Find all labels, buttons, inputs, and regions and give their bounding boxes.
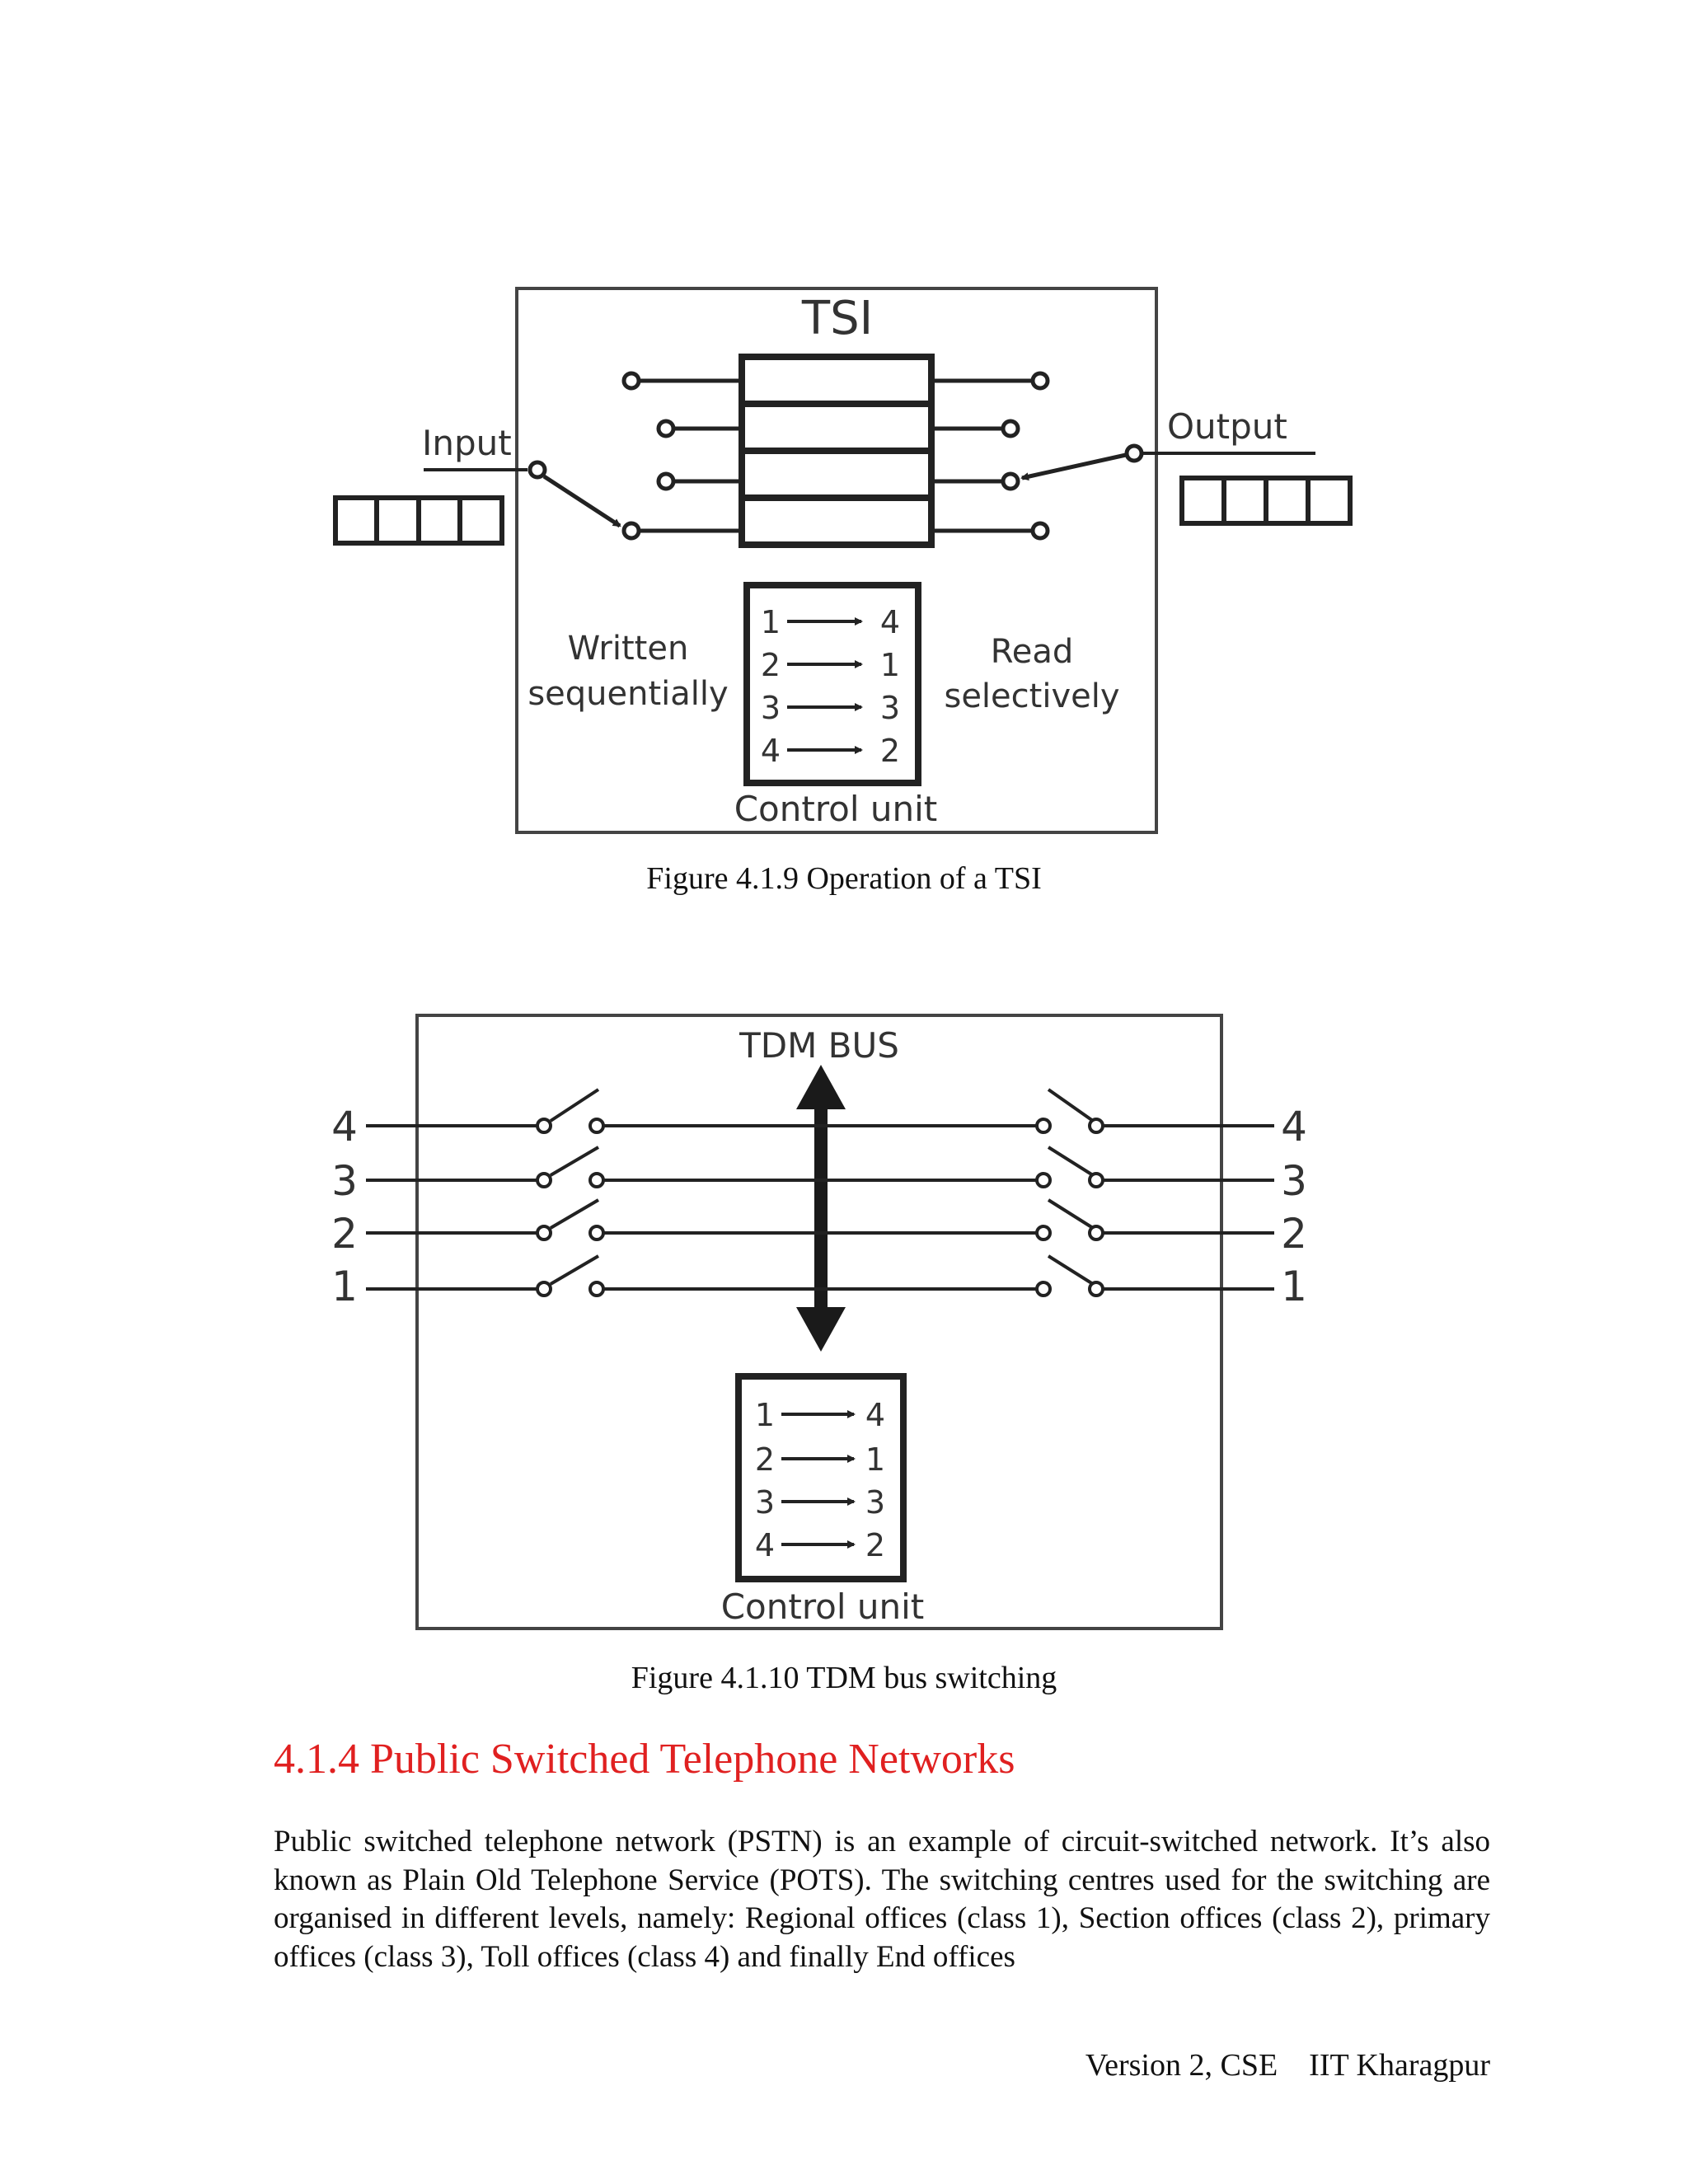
tsi-title: TSI <box>801 292 873 345</box>
tdm-bus-title: TDM BUS <box>738 1025 899 1066</box>
tsi-selectively-label: selectively <box>944 677 1119 715</box>
tdm-mapping-row: 4 2 <box>755 1527 885 1563</box>
svg-text:3: 3 <box>761 690 781 726</box>
tsi-right-terminals <box>931 371 1050 541</box>
svg-text:4: 4 <box>865 1397 885 1433</box>
tdm-left-line-label: 2 <box>331 1210 358 1258</box>
section-paragraph: Public switched telephone network (PSTN)… <box>274 1825 1490 1974</box>
svg-text:2: 2 <box>761 647 781 683</box>
figure-4-1-10-caption: Figure 4.1.10 TDM bus switching <box>631 1661 1057 1695</box>
svg-text:3: 3 <box>865 1484 885 1521</box>
tdm-left-line-label: 3 <box>331 1157 358 1205</box>
tdm-line-3 <box>366 1146 1274 1188</box>
tdm-mapping-row: 3 3 <box>755 1484 885 1521</box>
tsi-diagram: TSI <box>333 287 1353 834</box>
tsi-control-unit-label: Control unit <box>734 789 938 829</box>
tdm-mapping-row: 2 1 <box>755 1441 885 1478</box>
tdm-bus-diagram: TDM BUS 4 3 2 1 4 3 2 1 <box>331 1014 1307 1630</box>
svg-text:1: 1 <box>755 1397 775 1433</box>
tdm-mapping-row: 1 4 <box>755 1397 885 1433</box>
tsi-written-label: Written <box>568 630 689 668</box>
tdm-left-line-label: 1 <box>331 1263 358 1310</box>
tsi-control-unit: 1 4 2 1 3 3 4 2 Control unit <box>734 582 938 829</box>
svg-text:4: 4 <box>755 1527 775 1563</box>
tsi-input: Input <box>333 423 621 546</box>
tdm-line-4 <box>366 1088 1274 1134</box>
tsi-mapping-row: 1 4 <box>761 604 900 640</box>
svg-text:1: 1 <box>761 604 781 640</box>
svg-text:1: 1 <box>880 647 900 683</box>
tsi-buffer-cells <box>738 354 935 548</box>
tsi-sequentially-label: sequentially <box>528 675 728 713</box>
tdm-line-2 <box>366 1198 1274 1241</box>
tsi-mapping-row: 3 3 <box>761 690 900 726</box>
tsi-input-label: Input <box>422 423 512 463</box>
tdm-right-line-label: 3 <box>1281 1157 1307 1205</box>
tdm-left-line-label: 4 <box>331 1103 358 1151</box>
section-heading: 4.1.4 Public Switched Telephone Networks <box>274 1736 1015 1783</box>
tsi-outer-box <box>515 287 1158 834</box>
svg-text:4: 4 <box>880 604 900 640</box>
svg-text:2: 2 <box>865 1527 885 1563</box>
svg-text:2: 2 <box>755 1441 775 1478</box>
tdm-right-line-label: 1 <box>1281 1263 1307 1310</box>
tsi-output: Output <box>1020 406 1353 526</box>
svg-text:3: 3 <box>755 1484 775 1521</box>
tdm-control-unit-label: Control unit <box>721 1586 925 1627</box>
tsi-output-label: Output <box>1167 406 1287 447</box>
svg-text:2: 2 <box>880 733 900 769</box>
tsi-mapping-row: 2 1 <box>761 647 900 683</box>
tsi-read-label: Read <box>991 633 1074 671</box>
tdm-line-1 <box>366 1254 1274 1297</box>
svg-text:3: 3 <box>880 690 900 726</box>
tdm-control-unit: 1 4 2 1 3 3 4 2 Control unit <box>721 1373 925 1627</box>
tdm-right-line-label: 2 <box>1281 1210 1307 1258</box>
tsi-left-terminals <box>621 371 742 541</box>
tdm-right-line-label: 4 <box>1281 1103 1307 1151</box>
svg-text:1: 1 <box>865 1441 885 1478</box>
figure-4-1-9-caption: Figure 4.1.9 Operation of a TSI <box>646 861 1042 896</box>
tsi-input-frames <box>333 495 504 546</box>
tsi-output-frames <box>1179 476 1353 526</box>
tdm-bus-arrow <box>796 1065 846 1352</box>
page-footer: Version 2, CSE IIT Kharagpur <box>1085 2048 1490 2083</box>
tsi-mapping-row: 4 2 <box>761 733 900 769</box>
tdm-outer-box <box>415 1014 1223 1630</box>
svg-text:4: 4 <box>761 733 781 769</box>
